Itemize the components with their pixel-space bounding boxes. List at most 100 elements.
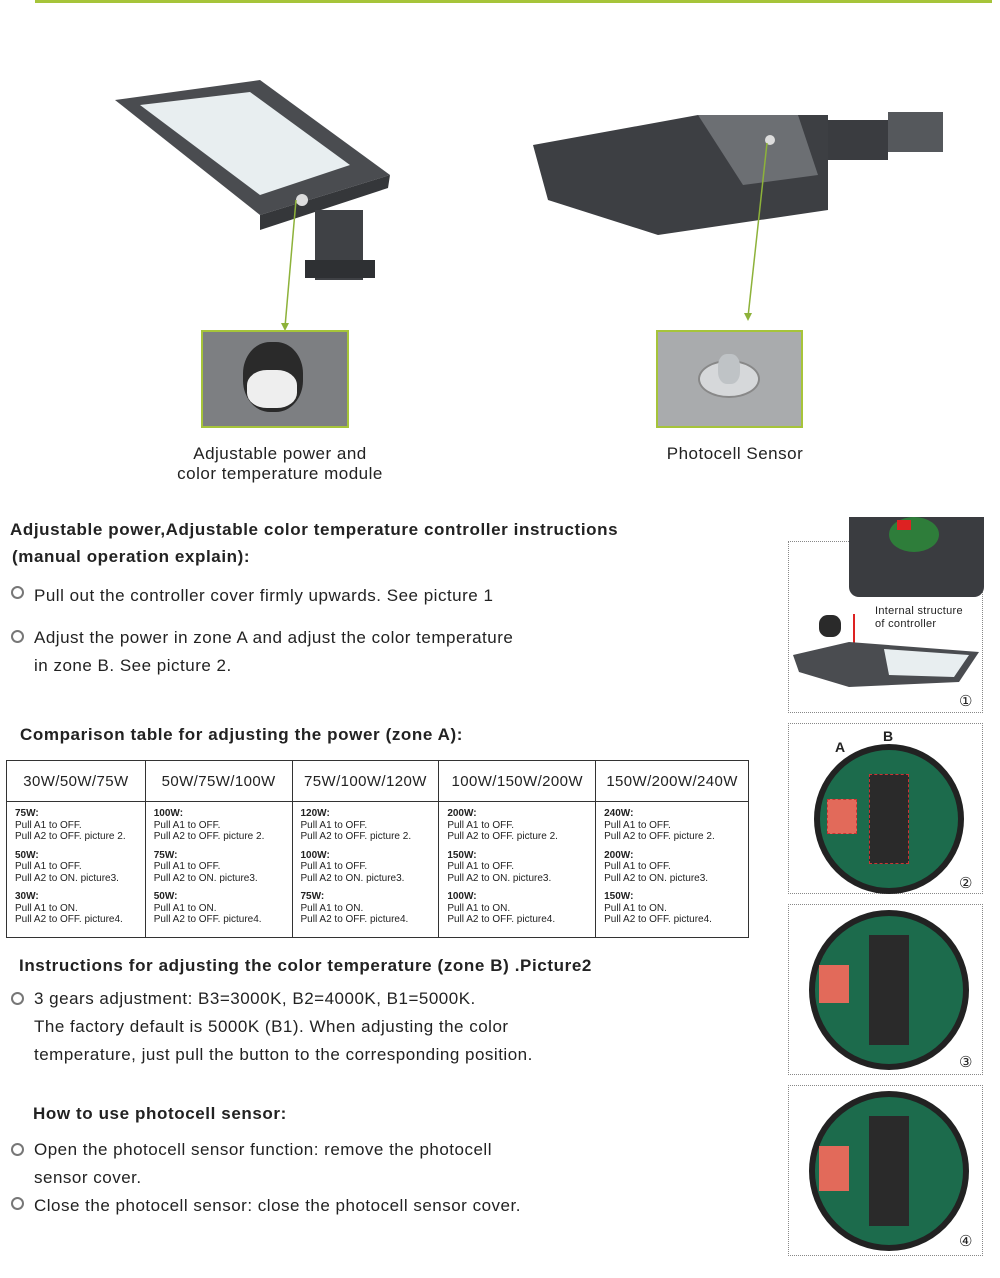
instruction-line: Pull A2 to ON. picture3. bbox=[604, 872, 709, 884]
wattage-label: 75W: bbox=[300, 891, 325, 902]
instruction-line: Pull A2 to OFF. picture 2. bbox=[153, 831, 265, 842]
wattage-label: 100W: bbox=[300, 849, 330, 861]
instruction-line: Pull A2 to OFF. picture4. bbox=[447, 914, 556, 925]
wattage-label: 50W: bbox=[153, 891, 178, 902]
instructions-subtitle: (manual operation explain): bbox=[12, 547, 251, 566]
picture-1-panel: Internal structure of controller ① bbox=[788, 517, 984, 713]
color-temp-line2: The factory default is 5000K (B1). When … bbox=[34, 1017, 509, 1036]
step-1-text: Pull out the controller cover firmly upw… bbox=[34, 586, 494, 605]
instruction-line: Pull A2 to OFF. picture 2. bbox=[447, 831, 558, 842]
instruction-line: Pull A2 to OFF. picture 2. bbox=[604, 831, 715, 842]
instruction-line: Pull A2 to ON. picture3. bbox=[447, 872, 552, 884]
instruction-line: Pull A1 to ON. bbox=[604, 902, 667, 914]
table-header: 150W/200W/240W bbox=[595, 760, 749, 802]
table-cell: 120W:Pull A1 to OFF.Pull A2 to OFF. pict… bbox=[291, 801, 440, 938]
step-2-text-cont: in zone B. See picture 2. bbox=[34, 656, 232, 675]
instruction-line: Pull A1 to ON. bbox=[15, 902, 78, 914]
color-temp-title: Instructions for adjusting the color tem… bbox=[19, 956, 592, 975]
instruction-line: Pull A1 to OFF. bbox=[604, 819, 671, 831]
wattage-setting: 75W:Pull A1 to ON.Pull A2 to OFF. pictur… bbox=[301, 891, 431, 926]
table-cell: 200W:Pull A1 to OFF.Pull A2 to OFF. pict… bbox=[438, 801, 597, 938]
wattage-setting: 150W:Pull A1 to ON.Pull A2 to OFF. pictu… bbox=[604, 891, 740, 926]
instruction-line: Pull A1 to ON. bbox=[153, 902, 217, 914]
instruction-line: Pull A2 to ON. picture3. bbox=[153, 872, 258, 884]
instruction-line: Pull A2 to OFF. picture4. bbox=[15, 914, 123, 925]
instruction-line: Pull A1 to ON. bbox=[300, 902, 364, 914]
instruction-line: Pull A1 to OFF. bbox=[604, 861, 671, 872]
internal-structure-label-1: Internal structure bbox=[875, 605, 963, 617]
photocell-close-text: Close the photocell sensor: close the ph… bbox=[34, 1196, 521, 1215]
picture-number: ④ bbox=[959, 1233, 973, 1250]
table-cell: 240W:Pull A1 to OFF.Pull A2 to OFF. pict… bbox=[595, 801, 749, 938]
table-cell: 100W:Pull A1 to OFF.Pull A2 to OFF. pict… bbox=[144, 801, 293, 938]
internal-structure-label-2: of controller bbox=[875, 618, 937, 630]
color-temp-line3: temperature, just pull the button to the… bbox=[34, 1045, 533, 1064]
wattage-label: 50W: bbox=[15, 849, 39, 861]
picture-3-panel: ③ bbox=[788, 904, 983, 1075]
bullet-icon bbox=[11, 630, 24, 643]
wattage-label: 120W: bbox=[300, 808, 330, 819]
picture-number: ② bbox=[959, 875, 973, 892]
wattage-setting: 100W:Pull A1 to OFF.Pull A2 to OFF. pict… bbox=[154, 808, 284, 843]
instruction-line: Pull A1 to OFF. bbox=[15, 819, 82, 831]
wattage-label: 100W: bbox=[447, 891, 477, 902]
photocell-caption: Photocell Sensor bbox=[666, 444, 804, 463]
instructions-title: Adjustable power,Adjustable color temper… bbox=[10, 520, 619, 539]
wattage-setting: 100W:Pull A1 to OFF.Pull A2 to ON. pictu… bbox=[301, 850, 431, 885]
wattage-setting: 30W:Pull A1 to ON.Pull A2 to OFF. pictur… bbox=[15, 891, 137, 926]
wattage-setting: 50W:Pull A1 to OFF.Pull A2 to ON. pictur… bbox=[15, 850, 137, 885]
wattage-label: 100W: bbox=[153, 808, 184, 819]
wattage-label: 240W: bbox=[604, 808, 634, 819]
step-2-text: Adjust the power in zone A and adjust th… bbox=[34, 628, 514, 647]
wattage-setting: 240W:Pull A1 to OFF.Pull A2 to OFF. pict… bbox=[604, 808, 740, 843]
instruction-line: Pull A2 to ON. picture3. bbox=[15, 872, 119, 884]
wattage-label: 200W: bbox=[447, 808, 477, 819]
zone-b-label: B bbox=[883, 728, 894, 744]
photocell-title: How to use photocell sensor: bbox=[33, 1104, 287, 1123]
bullet-icon bbox=[11, 1143, 24, 1156]
wattage-setting: 120W:Pull A1 to OFF.Pull A2 to OFF. pict… bbox=[301, 808, 431, 843]
instruction-line: Pull A2 to OFF. picture4. bbox=[153, 914, 262, 925]
table-header: 30W/50W/75W bbox=[6, 760, 146, 802]
wattage-label: 75W: bbox=[153, 849, 178, 861]
table-header: 75W/100W/120W bbox=[291, 760, 440, 802]
wattage-label: 200W: bbox=[604, 849, 634, 861]
picture-number: ① bbox=[959, 693, 973, 710]
module-caption-line1: Adjustable power and bbox=[193, 444, 367, 463]
wattage-setting: 200W:Pull A1 to OFF.Pull A2 to ON. pictu… bbox=[604, 850, 740, 885]
picture-4-panel: ④ bbox=[788, 1085, 983, 1256]
color-temp-line1: 3 gears adjustment: B3=3000K, B2=4000K, … bbox=[34, 989, 476, 1008]
instruction-line: Pull A1 to OFF. bbox=[447, 819, 515, 831]
instruction-line: Pull A2 to ON. picture3. bbox=[300, 872, 405, 884]
street-light-front-image bbox=[115, 80, 390, 280]
table-header: 50W/75W/100W bbox=[144, 760, 293, 802]
top-divider bbox=[35, 0, 992, 3]
pointer-arrow bbox=[281, 199, 297, 331]
bullet-icon bbox=[11, 992, 24, 1005]
wattage-label: 150W: bbox=[447, 849, 477, 861]
photocell-photo bbox=[656, 330, 803, 428]
bullet-icon bbox=[11, 586, 24, 599]
table-title: Comparison table for adjusting the power… bbox=[20, 725, 464, 744]
bullet-icon bbox=[11, 1197, 24, 1210]
street-light-side-image bbox=[533, 112, 943, 235]
instruction-line: Pull A2 to OFF. picture4. bbox=[604, 914, 712, 925]
power-module-photo bbox=[201, 330, 349, 428]
wattage-setting: 75W:Pull A1 to OFF.Pull A2 to ON. pictur… bbox=[154, 850, 284, 885]
zone-a-label: A bbox=[835, 739, 846, 755]
instruction-line: Pull A1 to OFF. bbox=[300, 861, 368, 872]
picture-number: ③ bbox=[959, 1054, 973, 1071]
instruction-line: Pull A1 to OFF. bbox=[153, 819, 221, 831]
wattage-setting: 100W:Pull A1 to ON.Pull A2 to OFF. pictu… bbox=[447, 891, 587, 926]
instruction-line: Pull A1 to ON. bbox=[447, 902, 511, 914]
wattage-setting: 200W:Pull A1 to OFF.Pull A2 to OFF. pict… bbox=[447, 808, 587, 843]
instruction-line: Pull A2 to OFF. picture 2. bbox=[15, 831, 126, 842]
module-caption-line2: color temperature module bbox=[177, 464, 383, 483]
instruction-line: Pull A1 to OFF. bbox=[15, 861, 82, 872]
wattage-label: 150W: bbox=[604, 891, 634, 902]
table-cell: 75W:Pull A1 to OFF.Pull A2 to OFF. pictu… bbox=[6, 801, 146, 938]
instruction-line: Pull A1 to OFF. bbox=[447, 861, 515, 872]
pointer-arrow bbox=[744, 142, 768, 321]
photocell-open-line2: sensor cover. bbox=[34, 1168, 142, 1187]
